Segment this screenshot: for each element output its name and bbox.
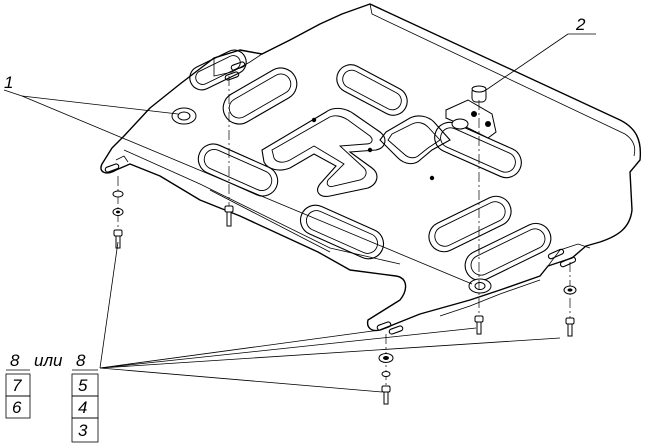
callout-2-label: 2 <box>575 15 586 34</box>
legend-right-row-2: 4 <box>78 398 87 417</box>
legend-or-word: или <box>34 351 63 370</box>
bracket-part-2 <box>445 85 497 139</box>
legend-right-row-1: 5 <box>78 376 88 395</box>
legend-left-row-2: 6 <box>12 398 22 417</box>
bushing-left <box>171 107 197 125</box>
embossed-slots <box>189 49 552 282</box>
leader-lines <box>3 33 596 393</box>
bolt-right <box>563 285 577 337</box>
bolt-bottom <box>378 353 394 405</box>
bolt-center <box>474 315 484 335</box>
fastener-legend: 8 или 8 7 6 5 4 3 <box>5 351 99 443</box>
legend-right-top: 8 <box>76 351 86 370</box>
legend-left-row-1: 7 <box>12 376 22 395</box>
bolt-left-1 <box>224 205 234 227</box>
bushing-right <box>468 278 492 294</box>
callout-1-label: 1 <box>4 73 13 92</box>
legend-left-top: 8 <box>10 351 20 370</box>
legend-right-row-3: 3 <box>78 421 88 440</box>
tab-slots <box>104 61 577 335</box>
